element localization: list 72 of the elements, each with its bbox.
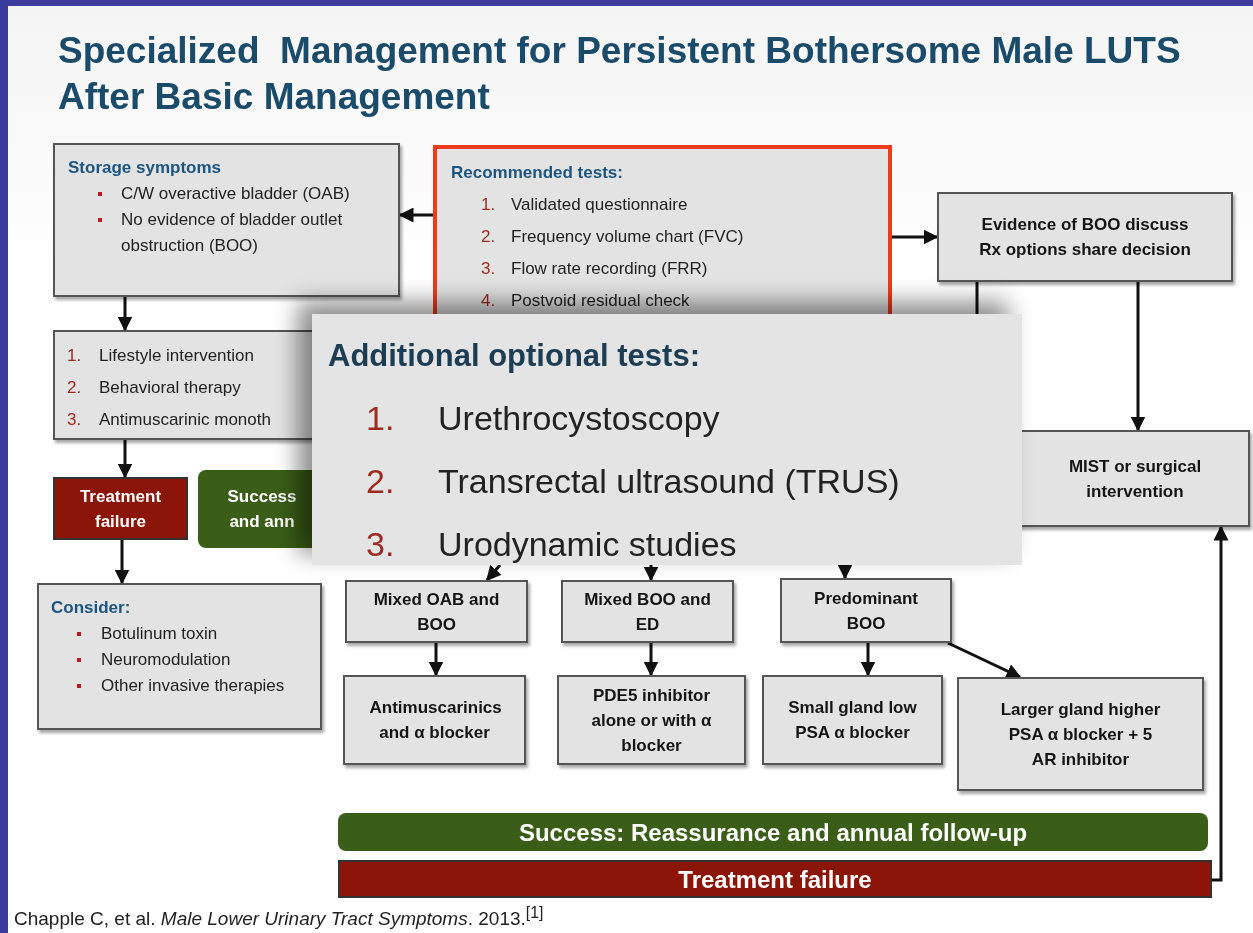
process-box [345,580,528,643]
process-box [343,675,526,765]
failure-box [53,477,188,540]
arrow [837,564,853,580]
list-item: Botulinum toxin [101,623,218,645]
box-text: Mixed BOO and ED [583,588,712,636]
arrow [643,643,659,677]
arrow [892,229,939,245]
list-number: 1. [366,398,396,439]
box-text: MIST or surgical intervention [1067,455,1203,503]
box-text: Success and ann [226,486,298,533]
process-box [53,143,400,297]
list-number: 3. [481,258,497,280]
failure-box [338,860,1212,898]
arrow [860,643,876,677]
box-text: Small gland low PSA α blocker [787,697,918,744]
box-text: PDE5 inhibitor alone or with α blocker [590,684,713,757]
list-number: 2. [366,461,396,502]
arrow [643,565,659,582]
process-box [937,192,1233,282]
list-number: 3. [366,524,396,565]
arrow [117,297,133,332]
list-item: Frequency volume chart (FVC) [511,226,744,248]
box-text: Larger gland higher PSA α blocker + 5 AR inhibitor [999,698,1162,771]
box-text: Treatment failure [678,866,872,892]
arrow [428,643,444,677]
heading-text: Storage symptoms [68,157,223,179]
list-number: 2. [67,377,83,399]
list-item: Transrectal ultrasound (TRUS) [438,461,900,502]
process-box [780,578,952,643]
box-text: Treatment failure [78,485,163,533]
process-box [957,677,1204,791]
caption: Chapple C, et al. Male Lower Urinary Tract Symptoms. 2013.$^{[1]}$ [14,904,544,931]
heading-text: Consider: [51,597,132,619]
process-box [762,675,943,765]
box-text: Evidence of BOO discuss Rx options share decision [978,214,1192,261]
list-number: 1. [481,194,497,216]
arrow [1130,282,1146,432]
list-item: Other invasive therapies [101,675,285,697]
list-item: C/W overactive bladder (OAB) [121,183,350,205]
success-box [338,813,1208,851]
list-number: 3. [67,409,83,431]
arrow [117,440,133,479]
process-box [557,675,746,765]
list-item: No evidence of bladder outlet obstruction (BOO) [121,209,344,257]
process-box [37,583,322,730]
list-number: 2. [481,226,497,248]
list-item: Urodynamic studies [438,524,737,565]
box-text: Mixed OAB and BOO [372,588,501,636]
box-text: Antimuscarinics and α blocker [369,697,500,744]
box-text: Predominant BOO [813,587,919,635]
list-item: Neuromodulation [101,649,231,671]
overlay-panel [312,314,1022,565]
arrow [947,641,1022,679]
list-item: Flow rate recording (FRR) [511,258,708,280]
process-box [561,580,734,643]
heading-text: Recommended tests: [451,162,624,184]
list-item: Behavioral therapy [99,377,241,399]
list-item: Lifestyle intervention [99,345,254,367]
arrow [485,564,502,582]
arrow [1212,525,1229,882]
list-item: Validated questionnaire [511,194,688,216]
list-number: 1. [67,345,83,367]
connector-line [975,282,979,314]
list-number: 4. [481,290,497,312]
arrow [114,540,130,585]
list-item: Urethrocystoscopy [438,398,720,439]
list-item: Postvoid residual check [511,290,690,312]
list-item: Antimuscarinic monoth [99,409,271,431]
box-text: Success: Reassurance and annual follow-up [518,819,1028,845]
heading-text: Additional optional tests: [328,337,701,375]
title: Specialized Management for Persistent Bothersome Male LUTS After Basic Management [58,29,1182,119]
